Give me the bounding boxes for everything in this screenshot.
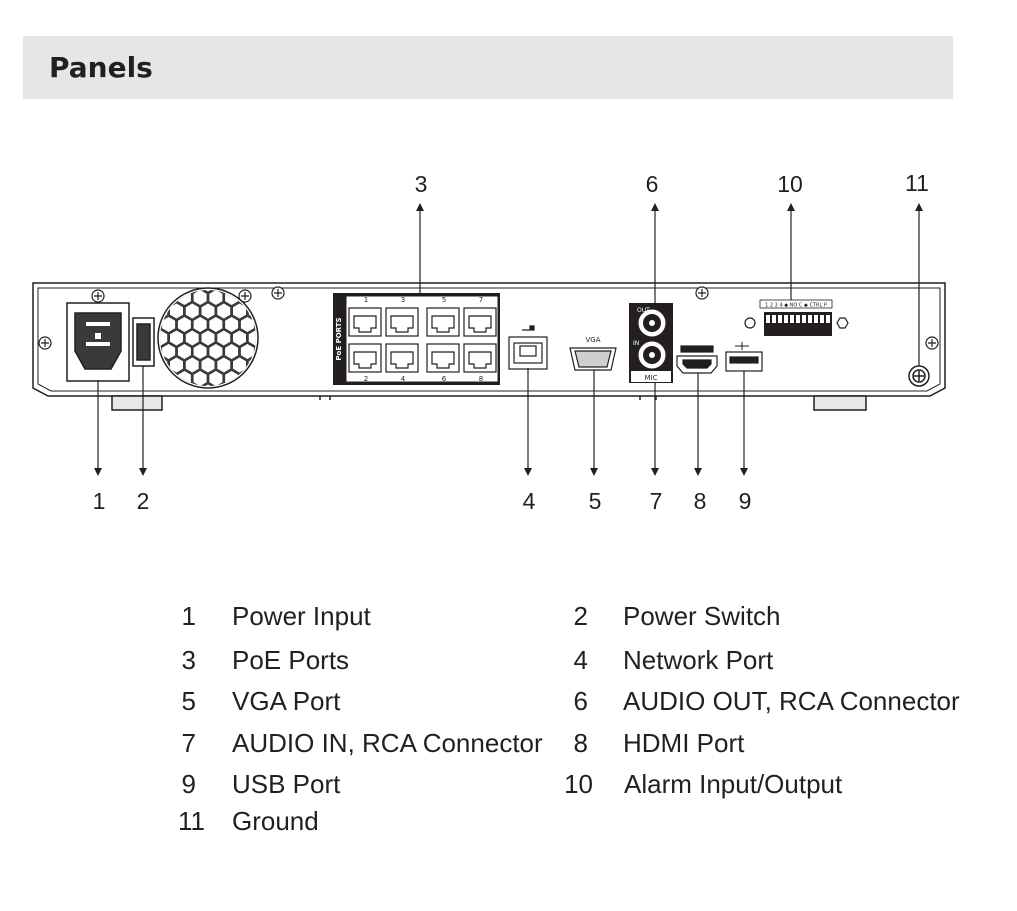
callout-4: 4 — [523, 488, 536, 514]
section-title: Panels — [49, 51, 153, 84]
vga-port-icon: VGA — [569, 336, 617, 371]
legend-number: 9 — [181, 769, 196, 799]
callout-11: 11 — [905, 170, 929, 196]
legend-number: 6 — [573, 686, 588, 716]
legend-number: 5 — [181, 686, 196, 716]
legend-label: Alarm Input/Output — [624, 769, 843, 799]
rear-panel-diagram: PoE PORTS 1 3 5 7 2 4 6 8 VGA OUT IN MIC — [32, 170, 946, 514]
legend-label: Power Switch — [623, 601, 781, 631]
callout-3: 3 — [415, 171, 428, 197]
legend-number: 3 — [181, 645, 196, 675]
hdmi-port-icon — [676, 345, 718, 374]
poe-port-number: 2 — [364, 375, 368, 383]
poe-ports-block: PoE PORTS 1 3 5 7 2 4 6 8 — [333, 293, 500, 385]
legend-number: 8 — [573, 728, 588, 758]
poe-port-number: 5 — [442, 296, 446, 304]
legend-label: Power Input — [232, 601, 371, 631]
legend-number: 2 — [573, 601, 588, 631]
legend-number: 7 — [181, 728, 196, 758]
legend-label: AUDIO IN, RCA Connector — [232, 728, 543, 758]
legend-number: 4 — [573, 645, 588, 675]
legend-label: VGA Port — [232, 686, 341, 716]
poe-port-number: 8 — [479, 375, 483, 383]
alarm-strip-label: 1 2 3 4 ◆ NO C ◆ CTRL P — [765, 303, 827, 309]
audio-out-label: OUT — [637, 307, 650, 314]
mic-label: MIC — [645, 374, 658, 382]
poe-port-number: 6 — [442, 375, 447, 383]
poe-port-number: 1 — [364, 296, 368, 304]
poe-ports-label: PoE PORTS — [335, 317, 343, 360]
callout-7: 7 — [650, 488, 663, 514]
usb-port-icon — [725, 342, 763, 372]
vga-label: VGA — [585, 336, 600, 344]
poe-port-number: 4 — [401, 375, 406, 383]
legend-number: 10 — [564, 769, 593, 799]
callout-8: 8 — [694, 488, 707, 514]
legend-number: 1 — [181, 601, 196, 631]
alarm-terminal-icon: 1 2 3 4 ◆ NO C ◆ CTRL P — [744, 299, 849, 336]
legend-label: Ground — [232, 806, 319, 836]
legend-label: AUDIO OUT, RCA Connector — [623, 686, 960, 716]
callout-10: 10 — [777, 171, 803, 197]
legend-label: Network Port — [623, 645, 774, 675]
poe-port-number: 3 — [401, 296, 405, 304]
callout-1: 1 — [93, 488, 106, 514]
power-input-icon — [66, 302, 130, 382]
power-switch-icon — [132, 317, 155, 367]
callout-6: 6 — [646, 171, 659, 197]
legend-label: USB Port — [232, 769, 341, 799]
callout-5: 5 — [589, 488, 602, 514]
ground-screw-icon — [908, 365, 930, 387]
callout-2: 2 — [137, 488, 150, 514]
screw-icon — [38, 286, 939, 350]
legend-label: PoE Ports — [232, 645, 350, 675]
audio-rca-block: OUT IN MIC — [629, 303, 673, 383]
legend-label: HDMI Port — [623, 728, 745, 758]
network-port-icon — [508, 325, 548, 370]
audio-in-label: IN — [633, 340, 639, 347]
section-header: Panels — [23, 36, 953, 99]
legend-number: 11 — [178, 806, 205, 836]
callout-9: 9 — [739, 488, 752, 514]
poe-port-number: 7 — [479, 296, 483, 304]
